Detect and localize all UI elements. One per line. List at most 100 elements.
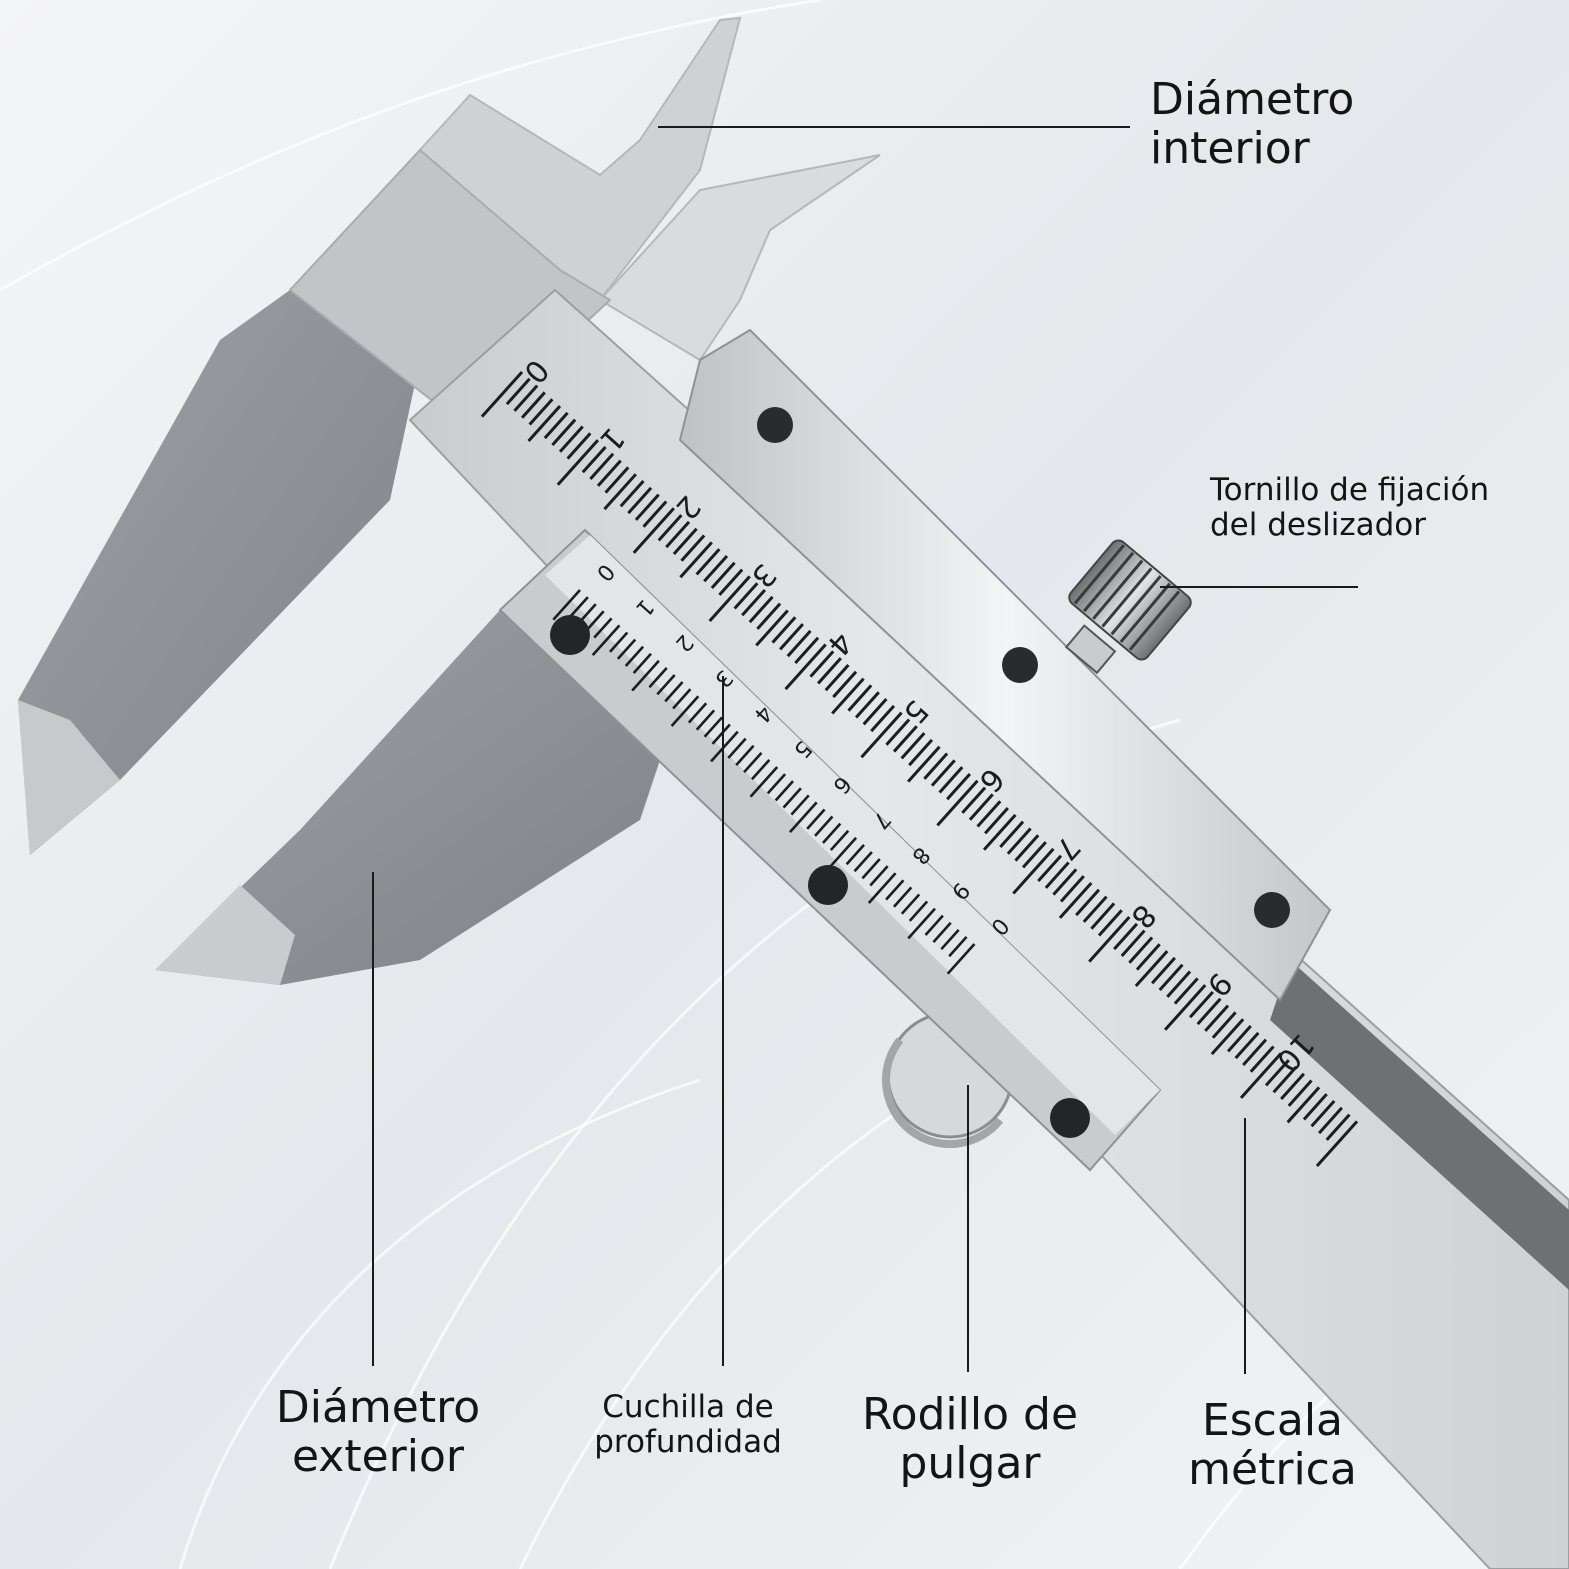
main-scale-tick (1158, 963, 1184, 992)
main-scale-tick (832, 670, 858, 699)
vernier-scale-tick (749, 766, 779, 798)
main-scale-tick (1196, 997, 1222, 1026)
main-scale-tick (982, 813, 1017, 851)
main-scale-tick (480, 370, 524, 418)
vernier-scale-tick (766, 773, 787, 795)
main-scale-tick (1302, 1093, 1328, 1121)
label-lock-screw-line2: del deslizador (1210, 506, 1427, 543)
main-scale-tick (847, 684, 873, 712)
label-thumb-roller-line2: pulgar (899, 1438, 1041, 1490)
main-scale-tick (900, 732, 926, 760)
vernier-scale-tick (948, 936, 968, 958)
lock-screw (1064, 539, 1192, 675)
main-scale-tick (1058, 881, 1093, 919)
vernier-scale-tick (940, 928, 960, 951)
main-scale-tick (1272, 1065, 1298, 1094)
main-scale-tick (632, 507, 675, 554)
main-scale-tick (513, 384, 539, 412)
main-scale-tick (907, 745, 941, 783)
vernier-scale-tick (735, 744, 755, 766)
main-scale-tick (968, 793, 994, 821)
main-scale-tick (860, 711, 903, 759)
main-scale-tick (1006, 827, 1032, 855)
main-scale-tick (794, 636, 820, 665)
vernier-scale-tick (609, 631, 629, 653)
vernier-screw-3 (1050, 1098, 1090, 1138)
vernier-scale-tick (893, 886, 913, 908)
main-scale-tick (771, 616, 797, 644)
label-inside-diameter-line1: Diámetro (1150, 74, 1355, 125)
label-depth-blade-line2: profundidad (594, 1423, 782, 1460)
vernier-scale-tick (711, 723, 731, 745)
vernier-scale-tick (591, 624, 621, 657)
main-scale-tick (946, 772, 972, 801)
main-scale-tick (831, 677, 865, 715)
main-scale-tick (528, 398, 554, 426)
main-scale-tick (1059, 875, 1085, 903)
main-scale-tick (543, 411, 569, 440)
rail-screw-2 (1002, 647, 1038, 683)
label-thumb-roller: Rodillo de pulgar (835, 1390, 1105, 1489)
main-scale-tick (695, 548, 721, 576)
vernier-face (545, 535, 1160, 1135)
main-scale-tick (1166, 970, 1192, 998)
main-scale-tick (619, 480, 645, 508)
vernier-scale-tick (790, 794, 810, 816)
main-scale-tick (1014, 834, 1040, 862)
label-outside-diameter-line2: exterior (292, 1431, 464, 1483)
main-scale-tick (520, 391, 546, 419)
main-scale-tick (1280, 1072, 1306, 1101)
main-scale-tick (1173, 977, 1199, 1005)
main-scale-tick (703, 554, 729, 583)
main-scale-tick (923, 752, 949, 780)
main-scale-tick (1052, 868, 1078, 896)
main-scale-tick (603, 473, 637, 511)
vernier-screw-2 (808, 865, 848, 905)
label-metric-scale: Escala métrica (1150, 1396, 1395, 1495)
main-scale-tick (556, 439, 600, 486)
vernier-scale-tick (648, 667, 668, 689)
vernier-scale-tick (670, 695, 700, 727)
main-scale-tick (1287, 1079, 1313, 1107)
vernier-scale-tick (853, 851, 873, 873)
vernier-scale-tick (806, 808, 826, 830)
main-scale-tick (976, 800, 1002, 828)
main-scale-tick (936, 779, 979, 827)
main-scale-tick (551, 418, 577, 446)
main-scale-tick (708, 575, 751, 623)
vernier-scale-tick (687, 702, 708, 724)
vernier-scale-tick (624, 645, 645, 667)
main-scale-tick (1134, 950, 1169, 988)
main-scale-tick (604, 466, 630, 494)
vernier-scale-tick (829, 829, 850, 851)
label-lock-screw: Tornillo de fijación del deslizador (1210, 473, 1489, 542)
vernier-scale-tick (814, 815, 834, 837)
main-scale-tick (779, 623, 804, 651)
main-scale-tick (885, 718, 911, 746)
rail-screw-3 (1254, 892, 1290, 928)
vernier-scale-tick (774, 780, 794, 802)
main-scale-tick (581, 445, 607, 474)
main-scale-tick (634, 493, 660, 521)
main-scale-ticks (480, 370, 1359, 1168)
vernier-scale-tick (727, 737, 747, 759)
rail-screw-1 (757, 407, 793, 443)
main-scale-tick (784, 643, 827, 691)
main-scale-tick (665, 520, 691, 549)
beam-edge-shadow (1270, 960, 1569, 1290)
vernier-scale-tick (751, 759, 771, 781)
fixed-outside-jaw (18, 290, 420, 855)
sliding-jaw-tip (155, 885, 295, 985)
main-scale-tick (596, 459, 622, 487)
main-scale-tick (817, 657, 842, 685)
main-scale-tick (566, 432, 592, 460)
main-scale-tick (627, 486, 653, 515)
main-scale-tick (718, 568, 744, 596)
main-scale-tick (1325, 1113, 1351, 1141)
main-scale-tick (1037, 854, 1063, 883)
main-scale-tick (1021, 841, 1047, 869)
main-scale-tick (1310, 1099, 1336, 1128)
vernier-scale-tick (631, 659, 660, 692)
